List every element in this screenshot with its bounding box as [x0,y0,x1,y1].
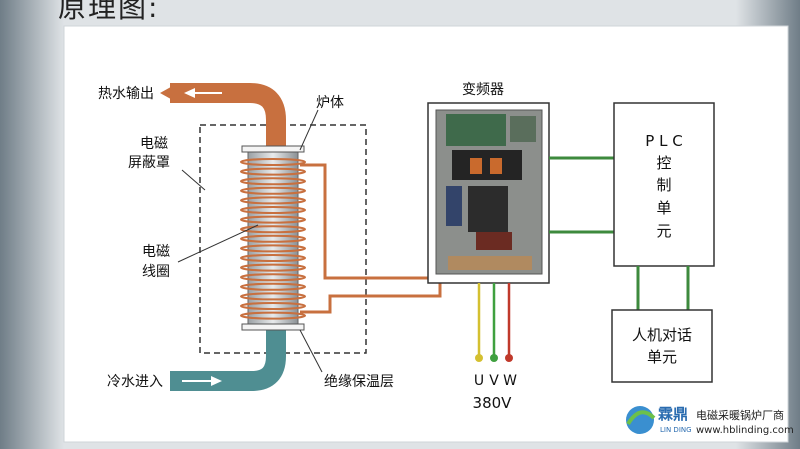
leader-furnace [299,109,319,151]
coil-turn [240,263,306,272]
label-inverter: 变频器 [462,82,504,98]
hmi-box [611,309,713,383]
label-coil-line2: 线圈 [142,264,170,280]
coil-turn [240,282,306,291]
label-coil-line1: 电磁 [142,244,170,260]
phase-u-label: U [474,373,484,389]
brand-name: 霖鼎 [658,405,688,423]
coil-turn [240,302,306,310]
plc-label-line1: P L C [645,132,682,150]
coil-turn [240,254,306,262]
coil-turn [240,206,306,214]
inverter-module-2 [468,186,508,232]
leader-insulation [299,329,323,373]
coil-turn [240,167,306,176]
terminal-u-icon [475,354,483,362]
coil-turn [240,273,306,282]
coil-lead-bottom [300,268,442,314]
inverter-capacitor [470,158,482,174]
hot-water-pipe [170,83,286,150]
label-cold-water-in: 冷水进入 [107,374,163,390]
hmi-label-line2: 单元 [647,348,677,366]
brand-sub: LIN DING [660,426,692,434]
label-furnace-body: 炉体 [316,95,344,111]
voltage-label: 380V [473,394,513,412]
page-title: 原理图: [58,0,160,24]
coil-turn [240,158,306,166]
plc-box [613,102,715,267]
furnace-top-flange [241,145,305,153]
inverter-heatsink [452,150,522,180]
label-shield-line2: 屏蔽罩 [128,155,170,171]
plc-label-line4: 单 [656,199,671,217]
brand-website: www.hblinding.com [696,425,794,436]
inverter-capacitor-2 [490,158,502,174]
coil-turn [240,186,306,195]
phase-w-label: W [503,373,517,389]
label-shield-line1: 电磁 [140,136,168,152]
inverter-pcb-2 [510,116,536,142]
coil-turn [240,225,306,234]
brand-company: 电磁采暖锅炉厂商 [696,408,784,422]
inverter-relay [476,232,512,250]
furnace-bottom-flange [241,323,305,331]
coil-turn [240,311,306,320]
plc-label-line5: 元 [656,222,671,240]
coil-turn [240,215,306,224]
inverter-terminals [448,256,532,270]
leader-coil [177,224,259,263]
brand-logo-swoosh [626,410,656,426]
label-hot-water-out: 热水输出 [98,86,154,102]
phase-v-label: V [489,373,499,389]
inverter-pcb [446,114,506,146]
hot-water-arrow-icon [184,88,195,98]
coil-lead-top [300,163,440,280]
plc-label-line3: 制 [656,176,671,194]
coil-turn [240,177,306,186]
coil-turn [240,196,306,205]
hot-pipe-end [160,83,178,103]
brand-logo [626,406,656,434]
hmi-label-line1: 人机对话 [632,326,692,344]
em-coil [240,158,306,320]
label-insulation: 绝缘保温层 [324,374,394,390]
coil-turn [240,244,306,253]
terminal-w-icon [505,354,513,362]
plc-label-line2: 控 [656,154,671,172]
cold-water-arrow-icon [211,376,222,386]
leader-shield [181,169,206,191]
coil-turn [240,292,306,301]
cold-water-pipe [170,326,286,391]
terminal-v-icon [490,354,498,362]
inverter-module [446,186,462,226]
coil-turn [240,234,306,243]
